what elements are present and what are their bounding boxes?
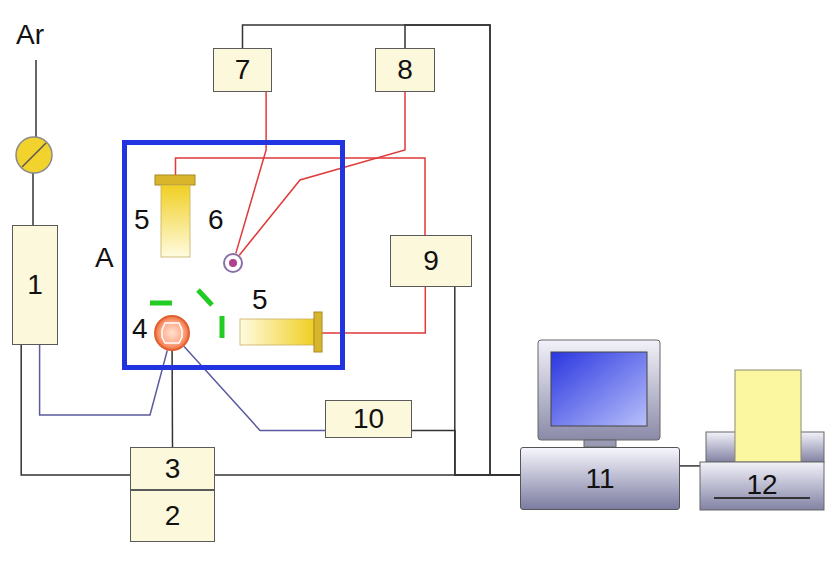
wire-connector [322,287,425,333]
wire-connector [239,92,405,255]
wire-connector [680,465,700,467]
callout-number: 10 [353,404,384,433]
callout-number: 5 [252,285,268,314]
callout-number: 8 [397,55,413,84]
gas-controller-box: 1 [12,225,58,345]
computer-monitor [538,340,660,447]
pump-box: 2 [130,490,215,542]
wire-connector [412,430,520,475]
wire-connector [40,345,168,415]
measurement-box: 10 [325,400,412,438]
printer-unit: 12 [700,432,824,510]
callout-number: 11 [585,464,614,493]
flow-valve [16,137,52,173]
chamber-region: A5645 [122,140,345,370]
wire-connector [455,287,520,475]
power-supply-box: 9 [390,235,472,287]
callout-number: 12 [700,470,824,499]
wire-connector [243,25,521,475]
sensor-probe: 6 [208,205,245,275]
callout-number: 9 [423,246,439,275]
wire-connector [236,92,266,253]
sputter-source: 5 [238,285,322,352]
wire-connector [21,345,130,475]
computer-unit: 11 [520,447,680,510]
callout-number: 2 [165,501,181,530]
sputter-source: 5 [132,175,196,258]
target-holder: 4 [132,310,192,352]
callout-number: 1 [27,270,43,299]
controller-box: 3 [130,447,215,490]
gas-label: Ar [16,20,44,49]
callout-number: 4 [132,314,148,343]
wire-connector [184,346,325,430]
control-unit-box: 8 [375,48,435,92]
callout-number: A [95,243,114,272]
callout-number: 3 [165,454,181,483]
callout-number: 6 [208,205,224,234]
sputter-source-shape [238,285,322,352]
control-unit-box: 7 [213,48,272,92]
callout-number: 5 [134,205,150,234]
wire-connector [176,158,426,235]
callout-number: 7 [235,55,251,84]
